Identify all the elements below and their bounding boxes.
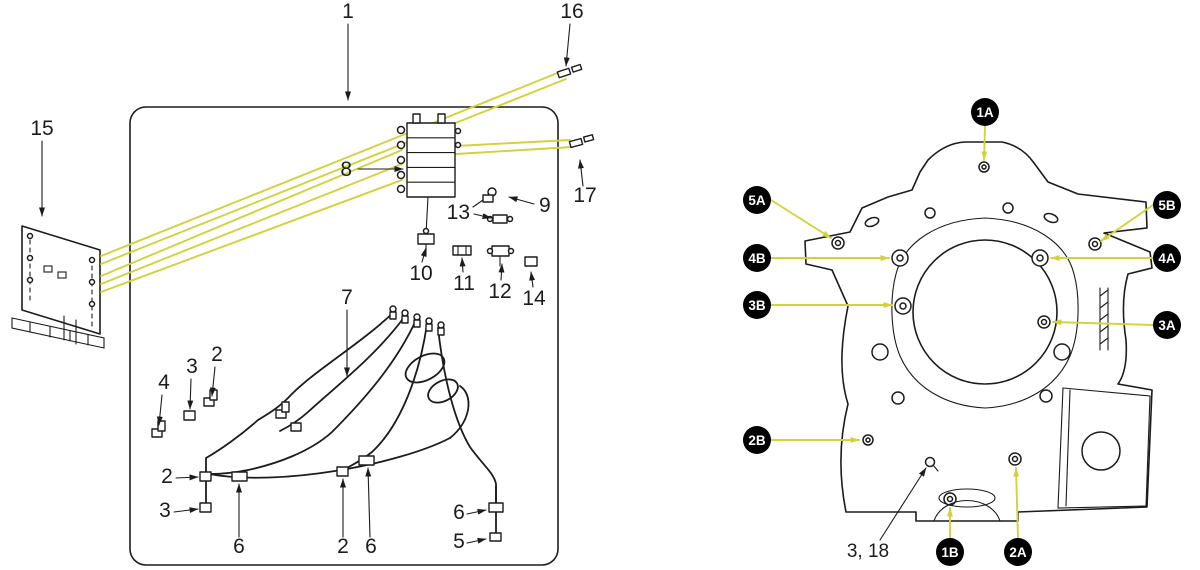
callout-12: 12 (488, 263, 512, 303)
fitting-10 (417, 227, 435, 257)
callout-13-label: 13 (447, 201, 470, 224)
callout-9-label: 9 (539, 194, 551, 217)
left-callouts: 1 16 15 8 13 9 (30, 0, 596, 558)
hose-end-fitting-17 (568, 134, 595, 149)
fitting-13 (486, 214, 514, 224)
callout-6-right: 6 (453, 501, 487, 524)
bottom-foot (933, 488, 1001, 522)
badge-3A-label: 3A (1158, 318, 1176, 333)
badge-1A-label: 1A (976, 105, 994, 120)
fitting-11 (452, 245, 472, 256)
badge-1B: 1B (936, 507, 964, 566)
hatch-strip (1099, 287, 1109, 351)
callout-12-label: 12 (488, 280, 511, 303)
callout-6-bottom2-label: 6 (365, 535, 377, 558)
callout-17-label: 17 (573, 184, 596, 207)
badge-1B-label: 1B (941, 545, 959, 560)
badge-2B-label: 2B (748, 433, 766, 448)
parts-box-outline (129, 106, 559, 566)
harness-fittings (151, 389, 504, 542)
badge-5B-label: 5B (1158, 198, 1176, 213)
badge-1A: 1A (971, 98, 999, 161)
callout-1: 1 (342, 0, 354, 101)
callout-8: 8 (340, 158, 404, 181)
badge-2A: 2A (1004, 467, 1032, 566)
callout-17: 17 (573, 159, 597, 207)
callout-11: 11 (453, 257, 475, 295)
ball-stud-3-18 (924, 456, 939, 472)
lower-right-panel (1057, 387, 1151, 509)
badge-3A: 3A (1052, 311, 1181, 339)
manifold-block-8 (396, 113, 462, 235)
callout-10-label: 10 (409, 262, 432, 285)
callout-16-label: 16 (560, 0, 583, 23)
callout-13: 13 (447, 201, 492, 224)
housing-outline (804, 141, 1153, 522)
note-3-18-label: 3, 18 (847, 541, 889, 562)
callout-4-label: 4 (158, 371, 170, 394)
callout-2-top: 2 (209, 343, 223, 397)
callout-4: 4 (156, 371, 170, 426)
callout-7: 7 (341, 286, 353, 377)
callout-15: 15 (30, 117, 54, 217)
callout-3-top: 3 (186, 355, 198, 410)
tube-harness-7 (205, 305, 497, 535)
callout-9: 9 (508, 194, 551, 217)
callout-3-top-label: 3 (186, 355, 198, 378)
callout-3-left: 3 (159, 499, 199, 522)
callout-5-label: 5 (453, 530, 465, 553)
badge-4B-label: 4B (748, 251, 766, 266)
badge-4B: 4B (743, 244, 890, 272)
note-3-18: 3, 18 (847, 467, 927, 562)
callout-2-bottom-label: 2 (337, 535, 349, 558)
callout-6-bottom1: 6 (233, 483, 245, 558)
callout-2-left-label: 2 (161, 465, 173, 488)
fitting-12 (486, 245, 515, 267)
callout-10: 10 (409, 247, 433, 285)
callout-15-label: 15 (30, 117, 53, 140)
right-housing-view: 1A 5A 5B 4B 4A (743, 98, 1181, 566)
callout-14: 14 (522, 271, 546, 310)
fitting-9 (472, 187, 497, 208)
callout-2-top-label: 2 (211, 343, 223, 366)
callout-2-left: 2 (161, 465, 199, 488)
callout-1-label: 1 (342, 0, 354, 23)
badge-4A: 4A (1050, 244, 1181, 272)
callout-14-label: 14 (522, 287, 546, 310)
badge-3B-label: 3B (748, 298, 766, 313)
callout-16: 16 (560, 0, 584, 67)
callout-6-right-label: 6 (453, 501, 465, 524)
badge-5B: 5B (1100, 191, 1181, 242)
grease-point-badges: 1A 5A 5B 4B 4A (743, 98, 1181, 566)
callout-5: 5 (453, 530, 487, 553)
hose-end-fitting-16 (556, 63, 583, 79)
hose-lines (100, 71, 573, 293)
badge-4A-label: 4A (1158, 251, 1176, 266)
callout-8-label: 8 (340, 158, 352, 181)
left-exploded-view: 1 16 15 8 13 9 (11, 0, 597, 566)
callout-2-bottom: 2 (337, 478, 349, 558)
callout-6-bottom2: 6 (365, 467, 377, 558)
badge-5A: 5A (743, 186, 832, 239)
mounting-bracket-15 (11, 225, 105, 349)
callout-3-left-label: 3 (159, 499, 171, 522)
badge-2B: 2B (743, 426, 860, 454)
callout-6-bottom1-label: 6 (233, 535, 245, 558)
fitting-14 (524, 256, 538, 267)
badge-5A-label: 5A (748, 193, 766, 208)
badge-3B: 3B (743, 291, 893, 319)
callout-7-label: 7 (341, 286, 353, 309)
badge-2A-label: 2A (1009, 545, 1027, 560)
callout-11-label: 11 (453, 272, 475, 295)
